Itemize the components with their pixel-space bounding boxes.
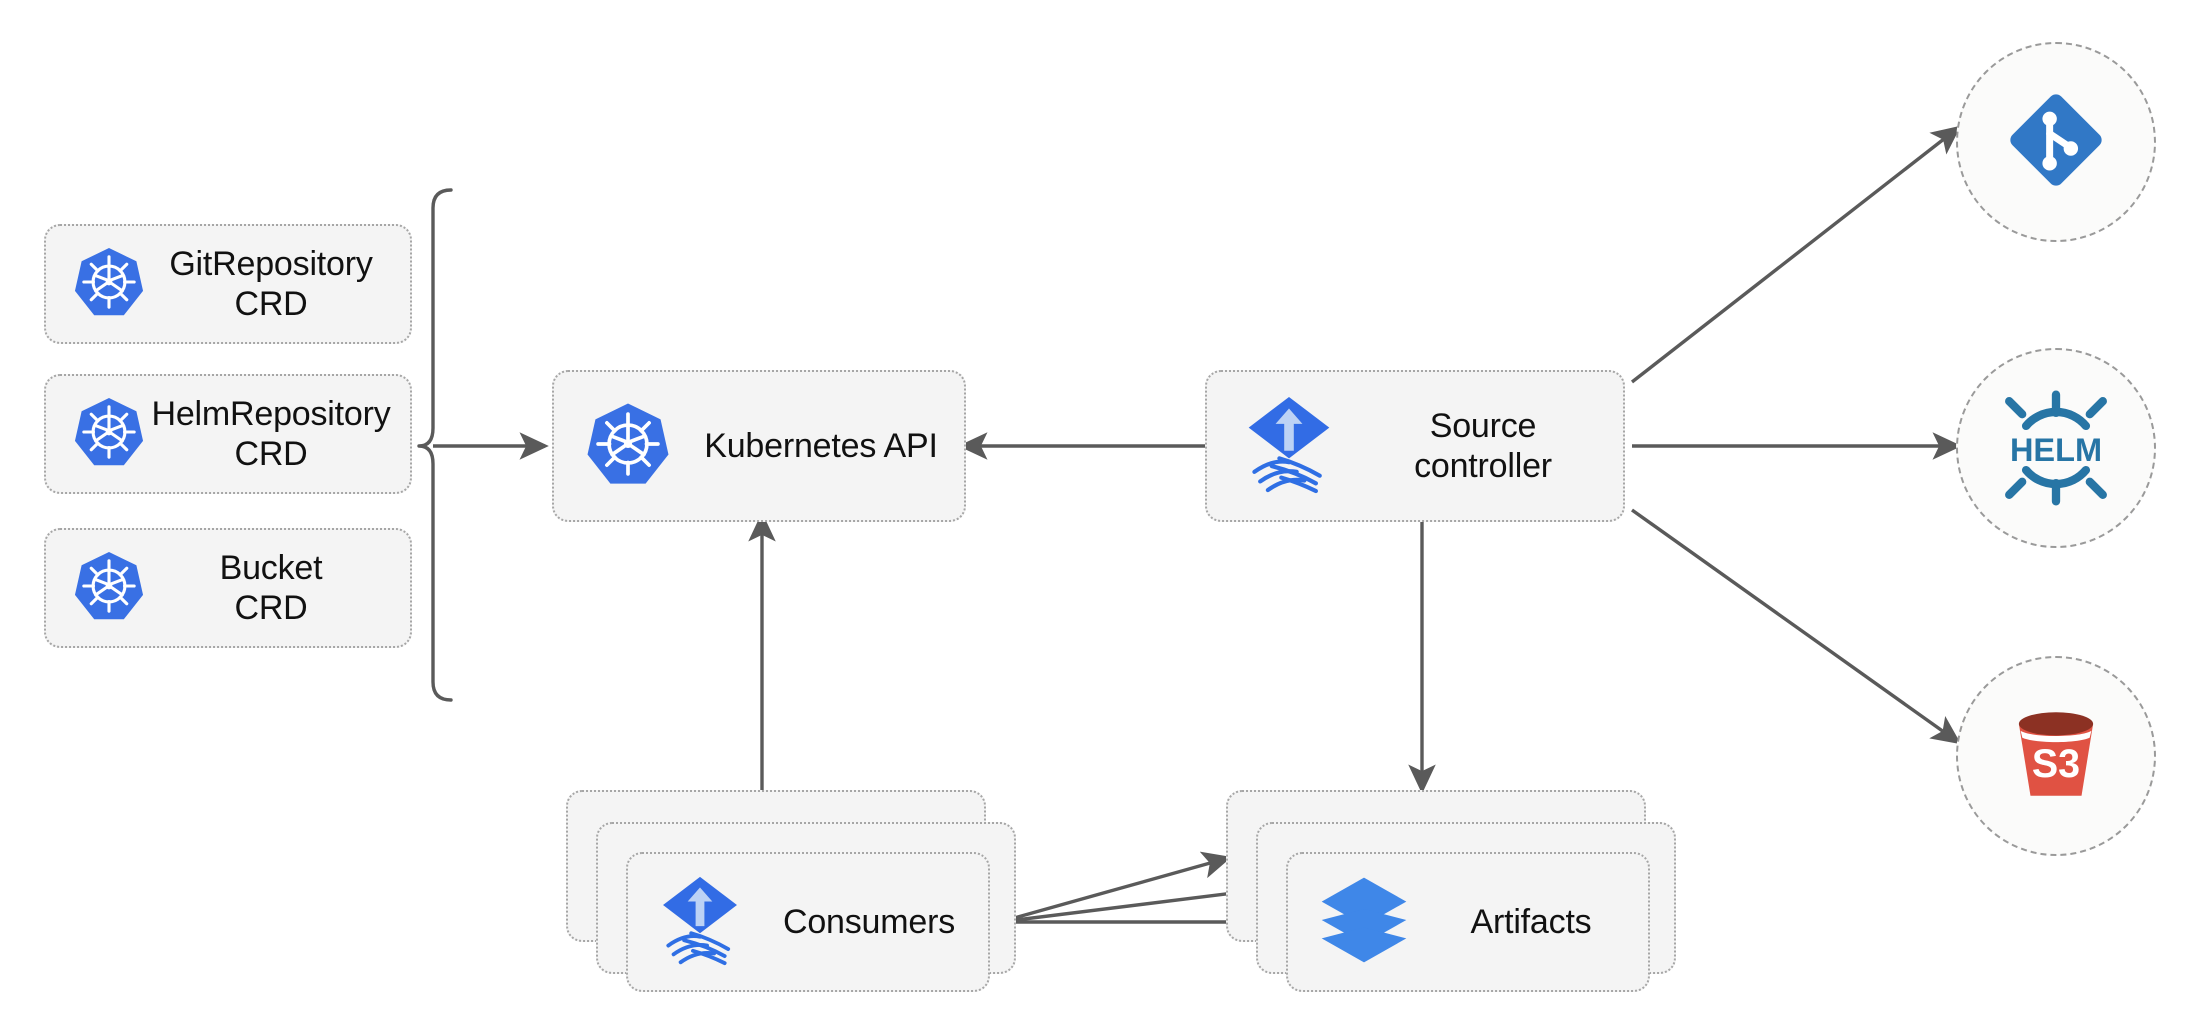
edge-consumers-to-artifacts-mid <box>999 879 1262 924</box>
external-helm[interactable]: HELM <box>1956 348 2156 548</box>
node-kubernetes-api[interactable]: Kubernetes API <box>552 370 966 522</box>
layers-icon <box>1318 874 1410 971</box>
s3-wordmark: S3 <box>2032 742 2080 786</box>
node-label: Kubernetes API <box>704 426 938 465</box>
node-helmrepository-crd[interactable]: HelmRepository CRD <box>44 374 412 494</box>
kubernetes-icon <box>72 549 146 628</box>
node-artifacts[interactable]: Artifacts <box>1286 852 1650 992</box>
node-consumers[interactable]: Consumers <box>626 852 990 992</box>
node-label: Artifacts <box>1470 902 1592 941</box>
node-label: Bucket CRD <box>219 548 323 627</box>
git-icon <box>2003 87 2109 198</box>
kubernetes-icon <box>72 245 146 324</box>
flux-icon <box>1241 391 1337 502</box>
kubernetes-icon <box>72 395 146 474</box>
node-label: GitRepository CRD <box>169 244 373 323</box>
external-git[interactable] <box>1956 42 2156 242</box>
node-source-controller[interactable]: Source controller <box>1205 370 1625 522</box>
edge-source-controller-to-git <box>1630 125 1962 384</box>
node-label: Consumers <box>782 902 956 941</box>
crd-group-brace <box>417 188 453 702</box>
external-s3[interactable]: S3 <box>1956 656 2156 856</box>
helm-icon: HELM <box>1991 383 2121 513</box>
helm-wordmark: HELM <box>2010 432 2102 468</box>
node-gitrepository-crd[interactable]: GitRepository CRD <box>44 224 412 344</box>
flux-icon <box>656 871 744 974</box>
s3-bucket-icon: S3 <box>1998 696 2114 817</box>
edge-source-controller-to-s3 <box>1631 508 1962 745</box>
node-label: Source controller <box>1414 406 1552 485</box>
node-label: HelmRepository CRD <box>151 394 391 473</box>
node-bucket-crd[interactable]: Bucket CRD <box>44 528 412 648</box>
edge-consumers-to-artifacts-back <box>999 851 1232 924</box>
kubernetes-icon <box>584 400 672 493</box>
